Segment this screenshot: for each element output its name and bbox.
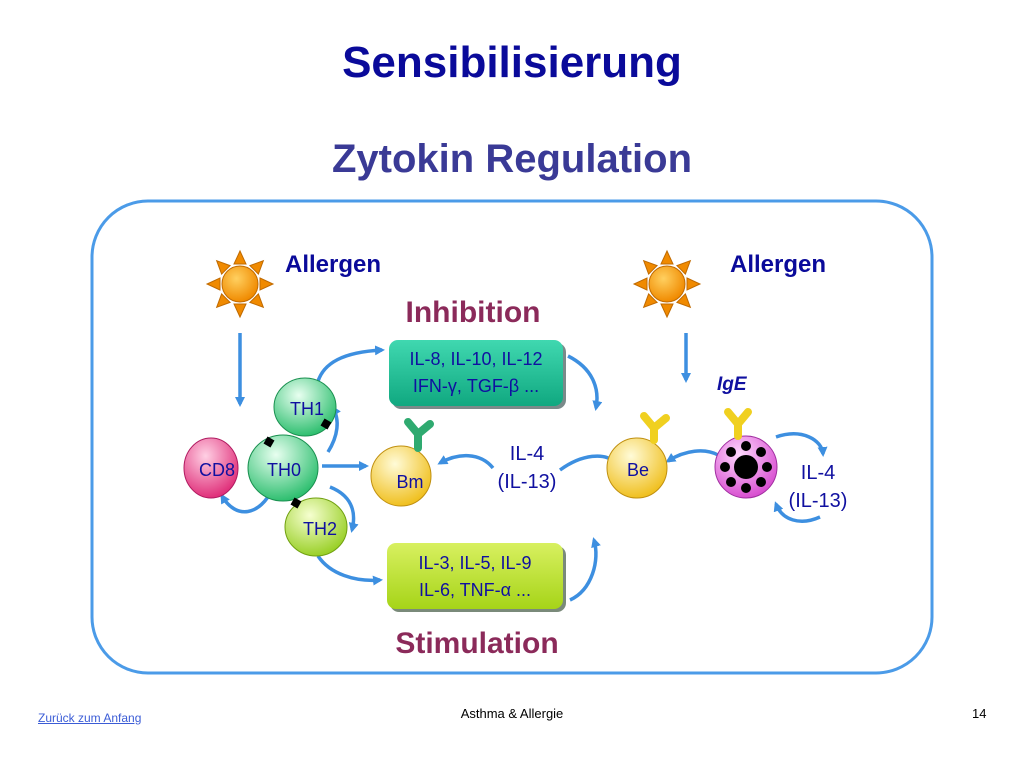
back-to-start-link[interactable]: Zurück zum Anfang [38, 711, 142, 725]
allergen-sun-icon-right [632, 249, 702, 319]
arrow-th0-to-th2 [329, 485, 359, 533]
allergen-label-left: Allergen [285, 251, 381, 278]
cd8-label: CD8 [199, 460, 235, 480]
inhibition-cytokine-box: IL-8, IL-10, IL-12 IFN-γ, TGF-β ... [389, 340, 566, 409]
inhibition-cytokines-line2: IFN-γ, TGF-β ... [413, 376, 539, 396]
be-label: Be [627, 460, 649, 480]
arrow-th2-to-stimulation [316, 554, 383, 586]
il4-right-line1: IL-4 [801, 462, 835, 484]
stimulation-cytokine-box: IL-3, IL-5, IL-9 IL-6, TNF-α ... [387, 543, 566, 612]
stimulation-label: Stimulation [395, 627, 558, 660]
bm-label: Bm [397, 472, 424, 492]
antibody-receptor-icon-bm [404, 418, 434, 452]
arrow-mast-to-il4 [775, 432, 828, 457]
stimulation-cytokines-line1: IL-3, IL-5, IL-9 [418, 553, 531, 573]
th0-cell: TH0 [247, 434, 319, 502]
th2-cell: TH2 [284, 497, 348, 557]
il4-right-line2: (IL-13) [789, 490, 848, 512]
inhibition-label: Inhibition [406, 296, 541, 329]
be-cell: Be [606, 412, 670, 499]
il4-center-line1: IL-4 [510, 443, 544, 465]
antibody-receptor-icon-be [640, 412, 670, 444]
cd8-cell: CD8 [183, 437, 239, 499]
mast-cell [714, 408, 778, 499]
il4-right-label: IL-4 (IL-13) [788, 462, 848, 513]
th1-cell: TH1 [273, 377, 337, 437]
diagram-frame [90, 199, 934, 675]
arrow-il4-to-bm [437, 454, 495, 470]
th1-label: TH1 [290, 399, 324, 419]
stimulation-cytokines-line2: IL-6, TNF-α ... [419, 580, 531, 600]
allergen-sun-icon-left [205, 249, 275, 319]
arrow-mast-to-be [665, 449, 719, 463]
slide-subtitle: Zytokin Regulation [332, 137, 692, 181]
il4-center-label: IL-4 (IL-13) [497, 443, 557, 494]
il4-center-line2: (IL-13) [498, 471, 557, 493]
arrow-th1-to-inhibition [315, 345, 385, 386]
arrow-inhibition-to-be [567, 354, 603, 411]
arrow-stimulation-to-be [569, 537, 601, 602]
arrow-il4-to-mast [773, 501, 821, 523]
bm-cell: Bm [370, 418, 434, 507]
slide-title: Sensibilisierung [342, 38, 682, 87]
th0-label: TH0 [267, 460, 301, 480]
page-number: 14 [972, 706, 987, 721]
footer-title: Asthma & Allergie [460, 706, 564, 721]
inhibition-cytokines-line1: IL-8, IL-10, IL-12 [409, 349, 542, 369]
ige-label: IgE [717, 374, 748, 395]
ige-antibody-icon [724, 408, 752, 440]
allergen-label-right: Allergen [730, 251, 826, 278]
th2-label: TH2 [303, 519, 337, 539]
